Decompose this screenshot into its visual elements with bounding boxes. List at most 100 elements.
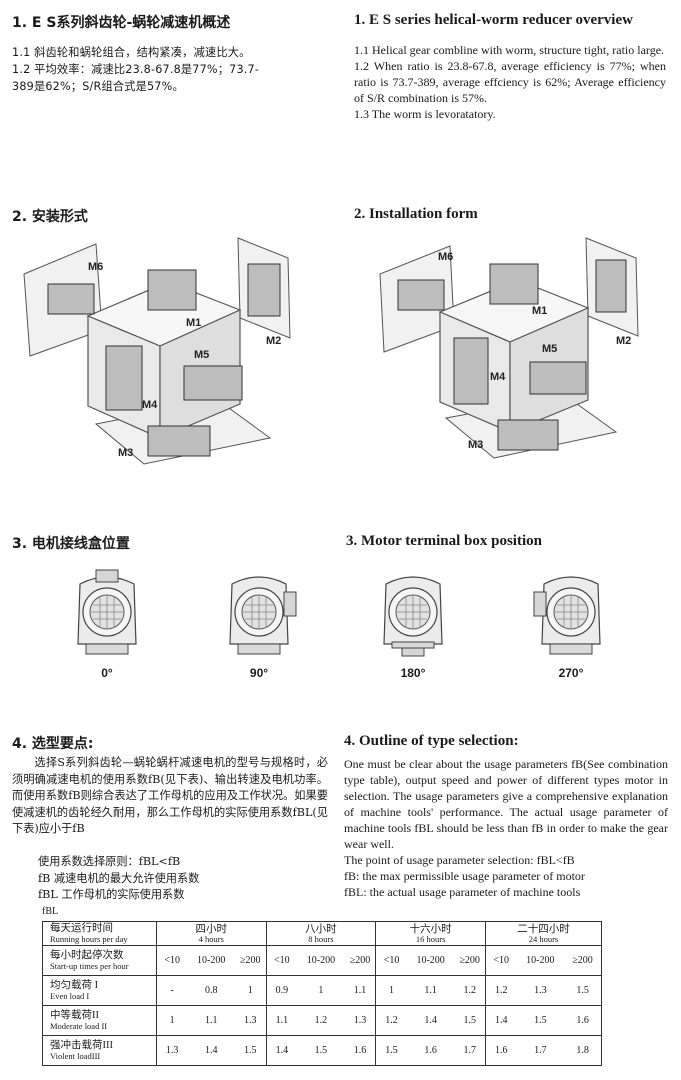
table-cell: 1	[375, 975, 407, 1006]
position-label-90: 90°	[249, 666, 269, 680]
motor-m5-right	[529, 361, 587, 395]
starts-cell: 10-200	[187, 945, 236, 976]
table-cell: 1.3	[235, 1005, 267, 1036]
overview-line-en-3: 1.3 The worm is levoratatory.	[354, 107, 496, 121]
starts-cell: ≥200	[344, 945, 377, 976]
selection-fb-en: fB: the max permissible usage parameter …	[344, 869, 585, 883]
table-cell: 1.7	[454, 1035, 486, 1066]
overview-text-cn: 1.1 斜齿轮和蜗轮组合，结构紧凑，减速比大。 1.2 平均效率：减速比23.8…	[12, 44, 334, 95]
table-cell: 1.5	[375, 1035, 407, 1066]
selection-rule-cn: 使用系数选择原则：fBL<fB	[38, 855, 181, 868]
table-cell: 1.3	[344, 1005, 377, 1036]
label-m4-right: M4	[490, 371, 506, 383]
selection-rule-en: The point of usage parameter selection: …	[344, 853, 575, 867]
table-cell: 1.2	[454, 975, 486, 1006]
motor-m6-right	[397, 279, 445, 311]
selection-fb-cn: fB 减速电机的最大允许使用系数	[38, 871, 200, 885]
starts-cell: ≥200	[564, 945, 603, 976]
table-starts-row: 每小时起停次数 Start-up times per hour <10 10-2…	[42, 945, 603, 976]
selection-fbl-cn: fBL 工作母机的实际使用系数	[38, 888, 185, 901]
starts-cell: 10-200	[297, 945, 345, 976]
motor-m5	[183, 365, 243, 401]
terminal-box-180	[383, 576, 443, 657]
starts-cell: <10	[155, 945, 188, 976]
label-m5: M5	[194, 349, 209, 361]
starts-header: 每小时起停次数 Start-up times per hour	[42, 945, 157, 976]
label-m2-right: M2	[616, 335, 631, 347]
starts-cell: 10-200	[516, 945, 565, 976]
position-label-0: 0°	[101, 666, 113, 680]
starts-cell: 10-200	[406, 945, 455, 976]
violent-load-label: 强冲击载荷III Violent loadIII	[42, 1035, 157, 1066]
starts-cell: ≥200	[235, 945, 267, 976]
selection-rules-cn: 使用系数选择原则：fBL<fB fB 减速电机的最大允许使用系数 fBL 工作母…	[38, 854, 328, 904]
installation-title-en: 2. Installation form	[354, 206, 478, 222]
table-cell: 1.6	[484, 1035, 517, 1066]
terminal-box-90	[229, 576, 297, 655]
selection-fbl-en: fBL: the actual usage parameter of machi…	[344, 885, 581, 899]
position-label-270: 270°	[558, 666, 584, 680]
table-cell: 1.2	[375, 1005, 407, 1036]
gearbox-m1	[147, 269, 197, 311]
even-load-label: 均匀载荷 I Even load I	[42, 975, 157, 1006]
table-cell: 1.7	[516, 1035, 565, 1066]
overview-title-en: 1. E S series helical-worm reducer overv…	[354, 12, 633, 28]
table-cell: 1.5	[454, 1005, 486, 1036]
table-cell: 1.4	[484, 1005, 517, 1036]
table-cell: 1.6	[344, 1035, 377, 1066]
table-cell: 0.8	[187, 975, 236, 1006]
table-cell: 1.5	[297, 1035, 345, 1066]
table-cell: 1.1	[406, 975, 455, 1006]
label-m3-right: M3	[468, 439, 483, 451]
table-cell: 1.3	[155, 1035, 188, 1066]
moderate-load-label: 中等载荷II Moderate load II	[42, 1005, 157, 1036]
starts-cell: <10	[265, 945, 298, 976]
running-hours-header: 每天运行时间 Running hours per day	[42, 921, 157, 946]
selection-title-cn: 4. 选型要点:	[12, 736, 94, 752]
gearbox-m1-right	[489, 263, 539, 305]
overview-text-en: 1.1 Helical gear combline with worm, str…	[354, 42, 666, 122]
table-cell: 1.4	[406, 1005, 455, 1036]
terminal-box-icon-90	[283, 591, 297, 617]
table-cell: 1	[235, 975, 267, 1006]
table-row-moderate-load: 中等载荷II Moderate load II 1 1.1 1.3 1.1 1.…	[42, 1005, 603, 1036]
table-row-even-load: 均匀载荷 I Even load I - 0.8 1 0.9 1 1.1 1 1…	[42, 975, 603, 1006]
table-cell: 1.8	[564, 1035, 603, 1066]
table-cell: 1.5	[564, 975, 603, 1006]
overview-line-cn-3: 389是62%；S/R组合式是57%。	[12, 80, 184, 93]
label-m6: M6	[88, 261, 103, 273]
motor-m4	[105, 345, 143, 411]
overview-title-cn: 1. E S系列斜齿轮-蜗轮减速机概述	[12, 15, 231, 31]
label-m2: M2	[266, 335, 281, 347]
table-cell: 0.9	[265, 975, 298, 1006]
table-cell: 1.2	[297, 1005, 345, 1036]
table-cell: 1.4	[265, 1035, 298, 1066]
table-cell: 1.3	[516, 975, 565, 1006]
table-row-violent-load: 强冲击载荷III Violent loadIII 1.3 1.4 1.5 1.4…	[42, 1035, 603, 1066]
mounting-diagram-right: M6 M1 M2 M4 M5 M3	[379, 237, 639, 459]
mounting-diagram-left: M6 M1 M2 M4 M5 M3	[23, 237, 291, 465]
starts-cell: ≥200	[454, 945, 486, 976]
motor-m6	[47, 283, 95, 315]
table-cell: 1	[155, 1005, 188, 1036]
selection-text-en: One must be clear about the usage parame…	[344, 756, 668, 900]
table-cell: -	[155, 975, 188, 1006]
starts-cell: <10	[375, 945, 407, 976]
motor-m4-right	[453, 337, 489, 405]
selection-title-en: 4. Outline of type selection:	[344, 733, 519, 749]
label-m6-right: M6	[438, 251, 453, 263]
terminal-box-icon-270	[533, 591, 547, 617]
table-cell: 1.1	[344, 975, 377, 1006]
table-cell: 1.6	[564, 1005, 603, 1036]
table-cell: 1.5	[516, 1005, 565, 1036]
table-cell: 1.1	[265, 1005, 298, 1036]
motor-m3	[147, 425, 211, 457]
terminal-title-cn: 3. 电机接线盒位置	[12, 536, 130, 552]
table-cell: 1	[297, 975, 345, 1006]
table-cell: 1.1	[187, 1005, 236, 1036]
